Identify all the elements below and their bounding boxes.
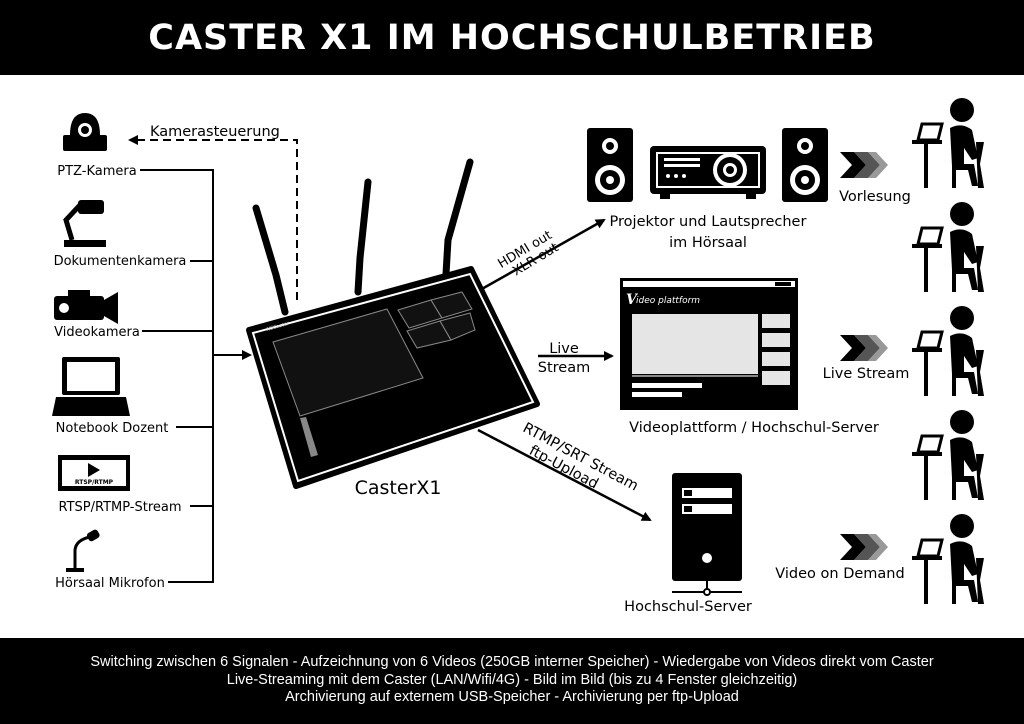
projector-icon <box>650 146 766 199</box>
microphone-icon <box>66 529 100 572</box>
input-label: Hörsaal Mikrofon <box>55 576 165 591</box>
stream-label: Stream <box>538 360 590 376</box>
notebook-icon <box>52 357 130 416</box>
audience-label: Live Stream <box>823 366 910 382</box>
page-title: CASTER X1 IM HOCHSCHULBETRIEB <box>0 0 1024 75</box>
footer-line: Archivierung auf externem USB-Speicher -… <box>285 689 739 705</box>
input-bus <box>140 169 252 583</box>
server-icon <box>672 473 742 596</box>
diagram: RTSP/RTMP PTZ-Kamera Dokumentenkamera Vi… <box>52 96 986 615</box>
student-icon <box>910 512 986 606</box>
footer-line: Live-Streaming mit dem Caster (LAN/Wifi/… <box>226 671 798 688</box>
input-label: RTSP/RTMP-Stream <box>58 500 181 515</box>
stream-badge: RTSP/RTMP <box>75 479 114 486</box>
live-label: Live <box>549 341 579 357</box>
feature-footer: Switching zwischen 6 Signalen - Aufzeich… <box>0 638 1024 724</box>
platform-title: ideo plattform <box>636 296 700 306</box>
student-icon <box>910 200 986 294</box>
video-platform-window: V ideo plattform <box>620 278 798 410</box>
document-camera-icon <box>63 200 106 247</box>
server-label: Hochschul-Server <box>624 599 752 615</box>
speaker-icon <box>782 128 828 202</box>
camera-control-label: Kamerasteuerung <box>150 124 280 140</box>
camera-control-line <box>128 135 298 300</box>
output-arrows <box>477 218 652 522</box>
input-label: Dokumentenkamera <box>54 254 187 269</box>
caster-device: NSCaster <box>246 266 540 489</box>
input-label: Videokamera <box>54 325 140 340</box>
video-camera-icon <box>54 290 118 324</box>
chevron-right-icon <box>840 152 888 178</box>
device-label: CasterX1 <box>355 477 442 499</box>
footer-line: Switching zwischen 6 Signalen - Aufzeich… <box>90 654 934 670</box>
input-label: PTZ-Kamera <box>57 164 136 179</box>
projector-label: Projektor und Lautsprecher <box>610 214 807 230</box>
projector-label-2: im Hörsaal <box>669 235 747 251</box>
input-label: Notebook Dozent <box>56 421 169 436</box>
ptz-camera-icon <box>63 113 107 151</box>
film-stream-icon: RTSP/RTMP <box>58 455 130 491</box>
platform-logo: V <box>626 292 639 308</box>
audience-label: Vorlesung <box>839 189 911 205</box>
student-icon <box>910 96 986 190</box>
antenna-icon <box>252 158 474 316</box>
platform-label: Videoplattform / Hochschul-Server <box>629 420 879 436</box>
student-icon <box>910 304 986 398</box>
chevron-right-icon <box>840 335 888 361</box>
chevron-right-icon <box>840 534 888 560</box>
student-icon <box>910 408 986 502</box>
speaker-icon <box>587 128 633 202</box>
audience-label: Video on Demand <box>775 566 904 582</box>
